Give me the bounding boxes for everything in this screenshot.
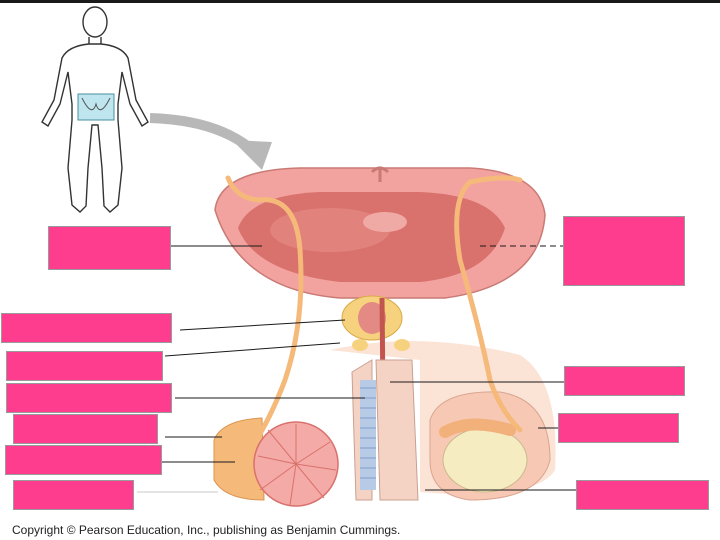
pelvic-region-highlight	[77, 93, 115, 121]
ductus-deferens	[225, 175, 523, 453]
label-box-left-7[interactable]	[13, 480, 134, 510]
label-box-left-4[interactable]	[6, 383, 172, 413]
scrotum-testis	[429, 391, 551, 501]
label-box-left-3[interactable]	[6, 351, 163, 381]
top-border-line	[0, 0, 720, 3]
prostate-gland	[341, 295, 403, 341]
label-box-right-4[interactable]	[576, 480, 709, 510]
bulbourethral-glands	[352, 339, 410, 351]
label-box-right-1[interactable]	[563, 216, 685, 286]
testis-cross-section	[213, 417, 339, 507]
leader-lines	[137, 245, 576, 493]
label-box-left-5[interactable]	[13, 414, 158, 444]
label-box-left-6[interactable]	[5, 445, 162, 475]
label-box-right-2[interactable]	[564, 366, 685, 396]
human-figure-icon	[41, 6, 149, 213]
penis	[351, 359, 419, 501]
label-box-left-1[interactable]	[48, 226, 171, 270]
label-box-right-3[interactable]	[558, 413, 679, 443]
urinary-bladder	[214, 166, 546, 299]
copyright-text: Copyright © Pearson Education, Inc., pub…	[12, 523, 401, 537]
gray-arrow-icon	[149, 113, 272, 170]
pelvic-region-mark	[81, 97, 111, 111]
label-box-left-2[interactable]	[1, 313, 172, 343]
